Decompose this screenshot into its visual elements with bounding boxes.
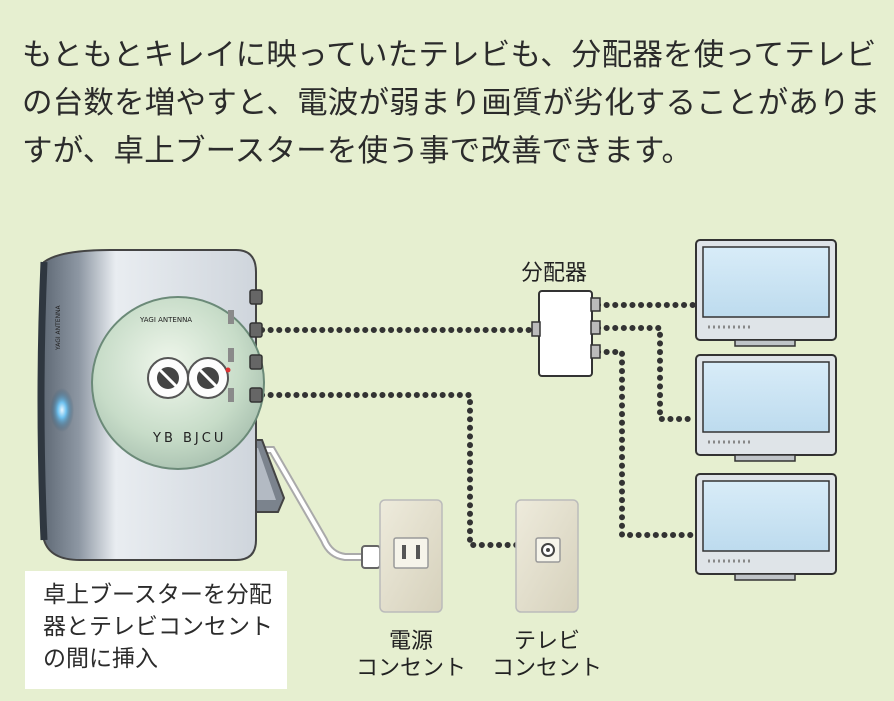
side-brand-text: YAGI ANTENNA: [55, 304, 62, 351]
tv-2: [695, 354, 837, 462]
tabletop-booster: YAGI ANTENNA YB BJCU YAGI ANTENNA: [37, 249, 286, 561]
power-led: [50, 388, 74, 432]
model-text: YB BJCU: [152, 431, 226, 446]
cable-splitter-to-tv3: [595, 349, 699, 538]
splitter-label: 分配器: [521, 261, 587, 286]
brand-text: YAGI ANTENNA: [139, 316, 192, 324]
power-plug: [361, 545, 381, 569]
tv-1: [695, 239, 837, 347]
intro-text: もともとキレイに映っていたテレビも、分配器を使ってテレビの台数を増やすと、電波が…: [22, 38, 881, 169]
gain-knob-left[interactable]: [147, 357, 189, 399]
tv-outlet-label-1: テレビ: [514, 629, 580, 654]
splitter: 分配器: [521, 261, 601, 377]
tv-2-screen: [702, 361, 830, 433]
power-outlet-label-2: コンセント: [356, 656, 466, 681]
tv-antenna-outlet: テレビ コンセント: [492, 499, 602, 681]
tv-outlet-label-2: コンセント: [492, 656, 602, 681]
gain-knob-right[interactable]: [187, 357, 229, 399]
caption-box: 卓上ブースターを分配器とテレビコンセントの間に挿入: [25, 571, 287, 689]
power-outlet: 電源 コンセント: [356, 499, 466, 681]
coax-cables: [259, 302, 699, 548]
power-outlet-label-1: 電源: [389, 629, 433, 654]
tv-3: [695, 473, 837, 581]
cable-splitter-to-tv2: [595, 325, 699, 422]
tv-1-screen: [702, 246, 830, 318]
tv-3-screen: [702, 480, 830, 552]
cable-booster-to-tv-outlet: [259, 392, 539, 548]
